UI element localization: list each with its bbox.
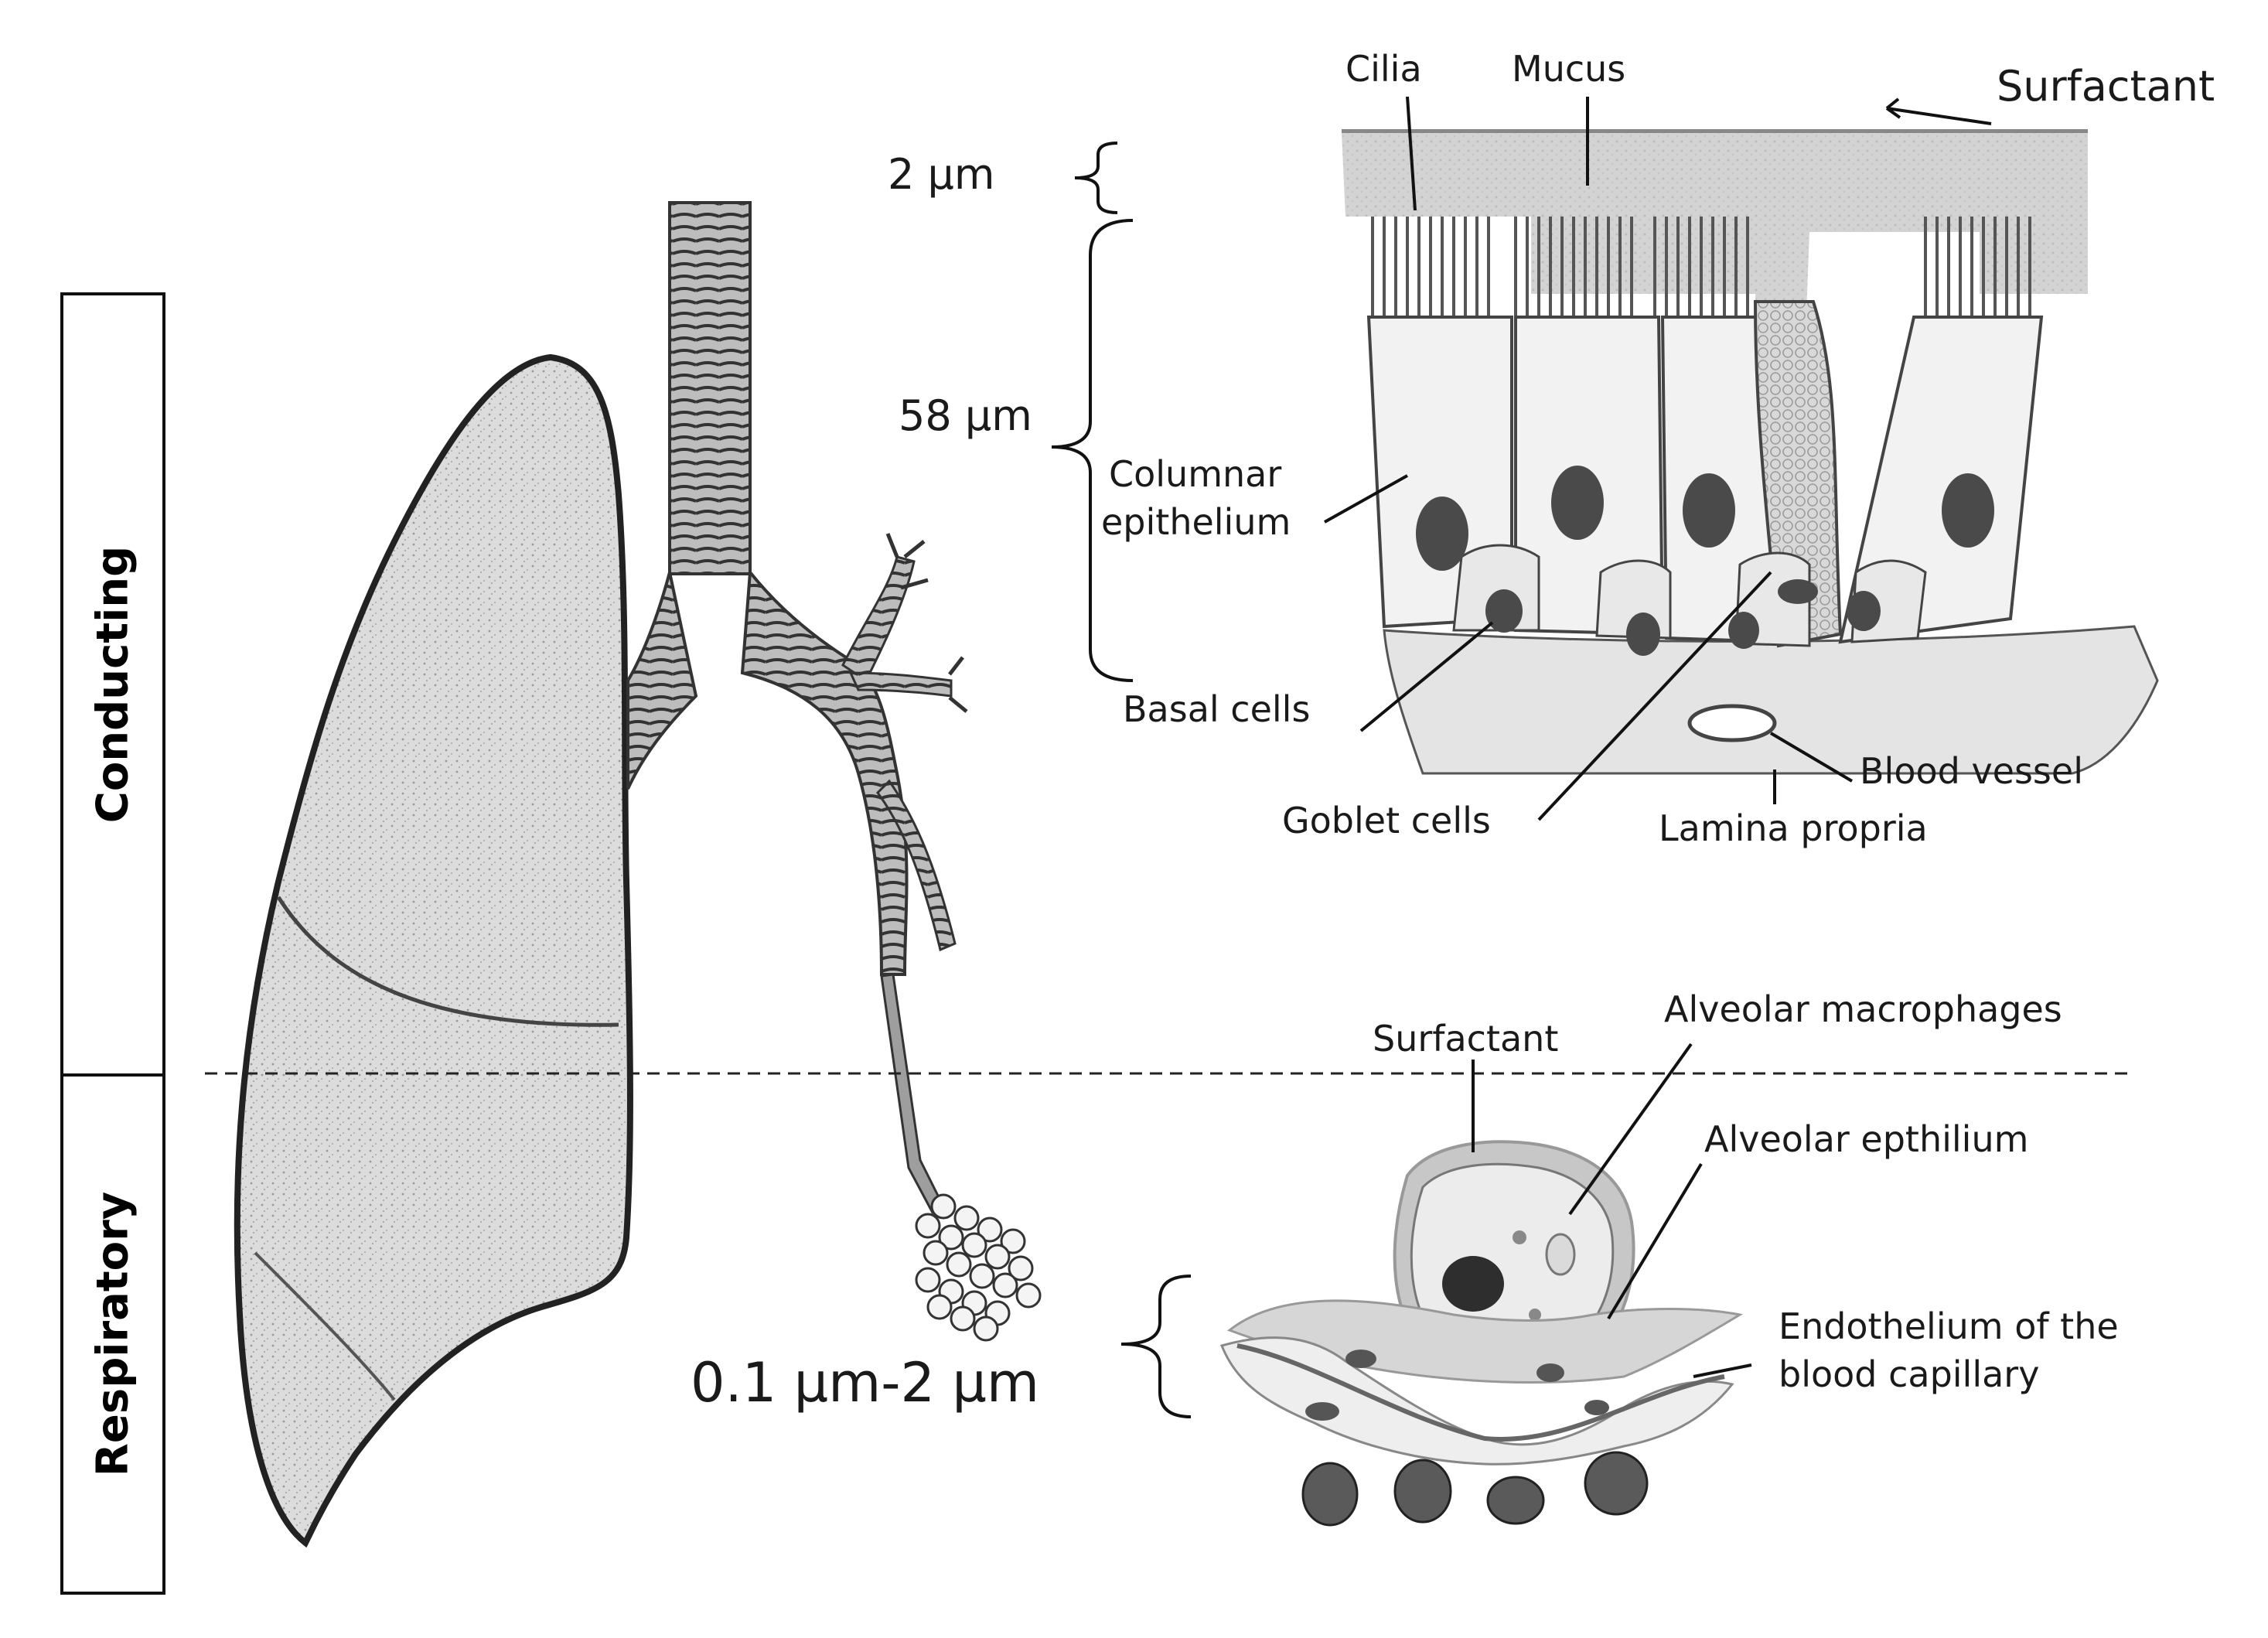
barrier-thickness-label: 0.1 µm-2 µm [691, 1351, 1040, 1414]
alveolar-surfactant-label: Surfactant [1373, 1018, 1559, 1060]
mucus-label: Mucus [1512, 48, 1626, 90]
leader-blood-vessel [1769, 732, 1854, 783]
respiratory-zone-label: Respiratory [87, 1191, 138, 1477]
mucus-layer [1342, 133, 2088, 541]
airway-epithelium-illustration [1342, 129, 2159, 775]
cilia-label: Cilia [1345, 48, 1422, 90]
endothelium-label-line2: blood capillary [1779, 1353, 2040, 1395]
branch-upper [841, 555, 916, 683]
terminal-bronchiole [880, 973, 945, 1215]
alveolar-macrophages-label: Alveolar macrophages [1664, 988, 2062, 1030]
trachea [668, 201, 752, 575]
branch-upper-tip [885, 533, 929, 590]
lung-fissure-lower [254, 1251, 396, 1401]
bracket-barrier [1120, 1275, 1192, 1418]
lung-illustration [234, 353, 633, 1548]
lung-fissure [276, 896, 619, 1027]
respiratory-zone-box: Respiratory [60, 1073, 165, 1595]
branch-mid-tip [948, 656, 968, 713]
blood-vessel-label: Blood vessel [1860, 750, 2083, 792]
lung-lobe [234, 353, 633, 1548]
alveolar-epithelium-label: Alveolar epthilium [1704, 1118, 2029, 1160]
leader-lines [1324, 96, 1992, 1378]
branch-mid [848, 671, 953, 698]
leader-alv-macrophage [1568, 1043, 1693, 1216]
bracket-2um [1074, 142, 1118, 214]
bronchial-tree [626, 201, 1042, 1342]
red-blood-cells [1301, 1451, 1649, 1527]
goblet-cells-label: Goblet cells [1282, 800, 1491, 841]
conducting-zone-label: Conducting [87, 545, 138, 824]
endothelium-label-line1: Endothelium of the [1779, 1305, 2119, 1347]
basement-membrane [1236, 1343, 1725, 1442]
branch-lower [876, 779, 957, 952]
leader-surfactant-top [1885, 97, 1992, 125]
blood-vessel-lumen [1687, 704, 1777, 742]
cilia-tufts [1371, 217, 2031, 317]
lamina-propria-label: Lamina propria [1659, 807, 1928, 849]
alveolar-barrier-illustration [1219, 1140, 1744, 1527]
leader-basal [1359, 621, 1494, 732]
bracket-58um [1051, 219, 1134, 682]
capillary-endothelium [1219, 1336, 1734, 1466]
nuclei [1416, 466, 1994, 656]
surfactant-top-label: Surfactant [1997, 62, 2215, 111]
leader-endothelium [1693, 1363, 1752, 1378]
macrophage-nucleus [1442, 1256, 1504, 1312]
mucus-thickness-label: 2 µm [888, 150, 995, 199]
endothelial-nuclei [1305, 1350, 1609, 1421]
leader-cilia [1406, 96, 1417, 211]
dimension-brackets [1051, 142, 1192, 1418]
leader-columnar [1324, 474, 1408, 524]
leader-alv-epithelium [1607, 1162, 1703, 1320]
columnar-epithelium-label-line1: Columnar [1109, 453, 1282, 495]
columnar-epithelium-label-line2: epithelium [1101, 501, 1291, 543]
macrophage-vacuole [1545, 1233, 1576, 1276]
conducting-zone-box: Conducting [60, 292, 165, 1077]
alveolar-sac-cluster [915, 1193, 1042, 1342]
lamina-propria [1383, 625, 2159, 775]
epithelium-thickness-label: 58 µm [899, 391, 1032, 440]
leader-goblet [1537, 571, 1772, 821]
main-bronchus-left [626, 572, 698, 790]
basal-cells-label: Basal cells [1123, 688, 1311, 730]
